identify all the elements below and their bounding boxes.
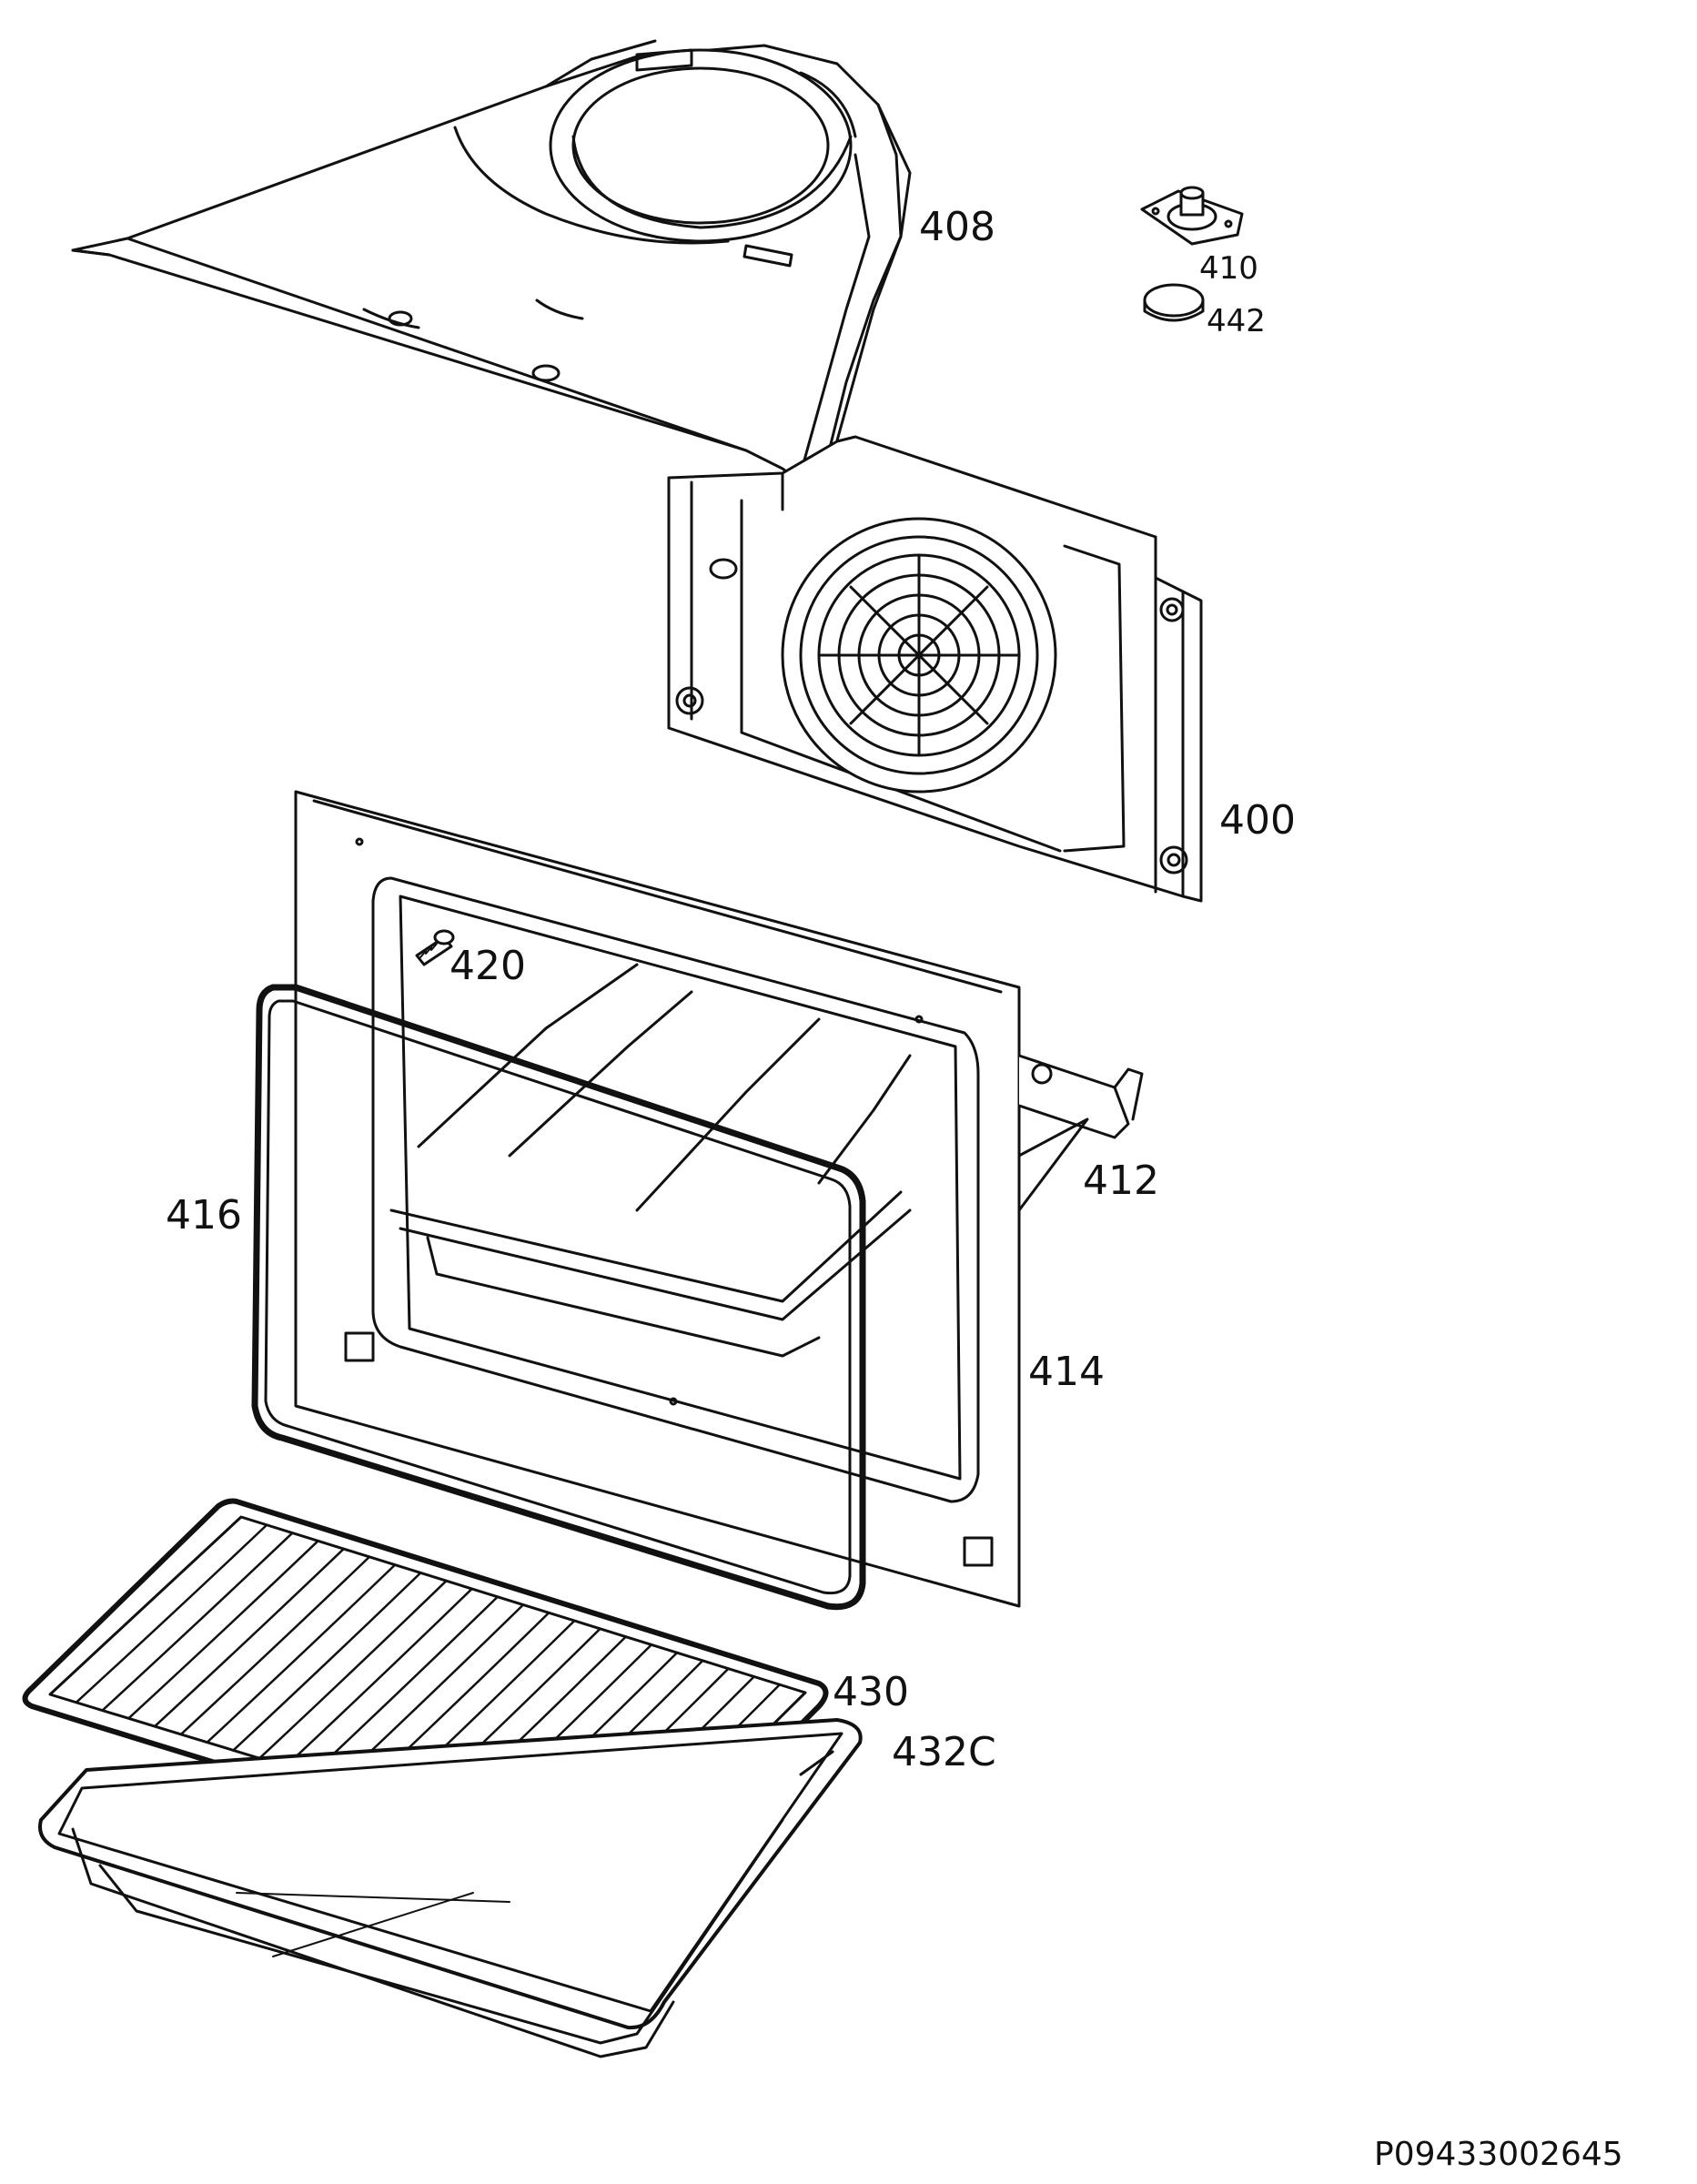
label-432c: 432C — [892, 1729, 996, 1775]
grid-wire — [127, 1540, 319, 1720]
label-430: 430 — [833, 1669, 909, 1715]
part-400-back-panel — [667, 435, 1203, 903]
grid-wire — [258, 1579, 448, 1760]
part-412-shelf-support — [1017, 1054, 1144, 1212]
label-400: 400 — [1219, 797, 1296, 844]
grid-wire — [153, 1547, 345, 1728]
grid-wire — [232, 1572, 422, 1752]
grid-wire — [310, 1595, 500, 1775]
reference-code: P09433002645 — [1374, 2136, 1623, 2173]
part-410-thermostat-sensor — [1140, 186, 1244, 246]
label-410: 410 — [1199, 250, 1258, 287]
grid-wire — [206, 1563, 397, 1744]
part-420-screw — [415, 929, 455, 966]
grid-wire — [179, 1555, 371, 1736]
grid-wire — [101, 1532, 294, 1712]
part-432c-baking-tray — [38, 1718, 863, 2058]
grid-wire — [75, 1523, 268, 1704]
part-442-cap — [1143, 283, 1205, 322]
part-416-door-seal — [251, 984, 866, 1611]
label-442: 442 — [1207, 303, 1266, 339]
grid-wire — [284, 1587, 473, 1768]
label-412: 412 — [1083, 1158, 1159, 1204]
label-408: 408 — [919, 204, 995, 250]
label-420: 420 — [450, 943, 526, 989]
part-414-front-frame — [294, 790, 1021, 1608]
label-414: 414 — [1028, 1349, 1105, 1395]
part-408-fan-cover — [71, 39, 912, 500]
label-416: 416 — [166, 1192, 242, 1239]
